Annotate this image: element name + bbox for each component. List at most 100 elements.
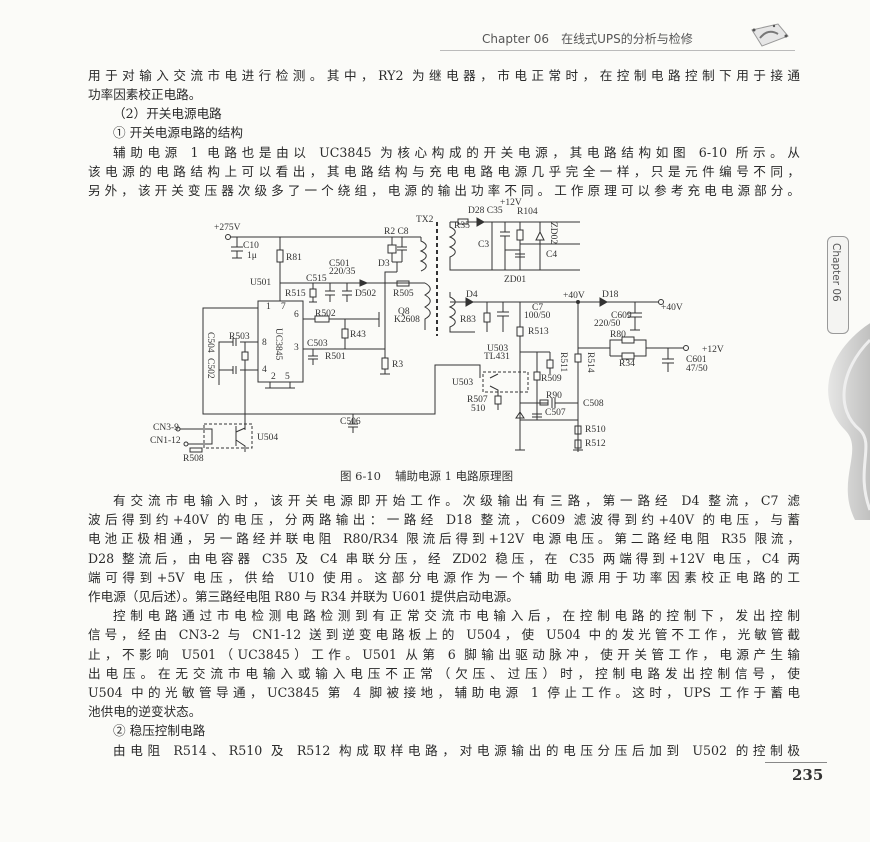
label: C10 (243, 241, 259, 251)
label: R505 (393, 289, 414, 299)
label: C601 (686, 355, 707, 365)
text-line: 功率因素校正电路。 (88, 87, 202, 102)
text-line: 辅助电源 1 电路也是由以 UC3845 为核心构成的开关电源，其电路结构如图 … (113, 145, 800, 160)
label: U503 (452, 378, 473, 388)
side-tab-label: Chapter 06 (830, 243, 842, 302)
chapter-title: 在线式UPS的分析与检修 (561, 32, 693, 46)
label: R35 (454, 221, 470, 231)
running-header: Chapter 06 在线式UPS的分析与检修 (482, 30, 693, 47)
label: C508 (583, 399, 604, 409)
label: R90 (546, 391, 562, 401)
figure-title: 辅助电源 1 电路原理图 (395, 469, 514, 483)
schematic-labels: +275V C10 1μ R81 U501 C501 220/35 C515 R… (150, 198, 724, 464)
text-line: 止，不影响 U501（UC3845）工作。U501 从第 6 脚输出驱动脉冲，使… (88, 646, 800, 662)
label: CN1-12 (150, 436, 181, 446)
text-line: 该电源的电路结构上可以看出，其电路结构与充电电路电源几乎完全一样，只是元件编号不… (88, 164, 800, 179)
pin-label: 5 (285, 372, 290, 382)
label: U501 (250, 278, 271, 288)
text-line: （2）开关电源电路 (113, 106, 222, 121)
label: 510 (471, 404, 486, 414)
label: 100/50 (524, 311, 551, 321)
label: 47/50 (686, 364, 708, 374)
label: C503 (307, 339, 328, 349)
side-chapter-tab: Chapter 06 (827, 236, 849, 334)
text-line: 出电压。在无交流市电输入或输入电压不正常（欠压、过压）时，控制电路发出控制信号，… (88, 665, 800, 681)
label: R502 (315, 309, 336, 319)
text-line: 电池正极相通，另一路经并联电阻 R80/R34 限流后得到+12V 电源电压。第… (88, 531, 800, 547)
text-line: 池供电的逆变状态。 (88, 704, 202, 720)
label: C3 (478, 240, 489, 250)
page-number: 235 (792, 766, 824, 784)
label: R514 (585, 352, 595, 373)
figure-number: 图 6-10 (340, 469, 381, 483)
label: U503 (487, 344, 508, 354)
label: R513 (528, 327, 549, 337)
label: D3 (378, 259, 390, 269)
schematic-wires (175, 217, 689, 453)
label: R43 (350, 330, 366, 340)
label: R515 (285, 289, 306, 299)
label: C501 (329, 259, 350, 269)
text-line: 由电阻 R514、R510 及 R512 构成取样电路，对电源输出的电压分压后加… (113, 742, 800, 758)
text-line: 用于对输入交流市电进行检测。其中，RY2 为继电器，市电正常时，在控制电路控制下… (88, 68, 800, 83)
label: 220/50 (594, 319, 621, 329)
label: R2 C8 (384, 227, 409, 237)
label: C502 (205, 358, 215, 379)
ic-label: UC3845 (273, 328, 283, 360)
chapter-logo-icon (751, 23, 789, 47)
label: +40V (563, 291, 585, 301)
label: R507 (467, 395, 488, 405)
text-line: 另外，该开关变压器次级多了一个绕组，电源的输出功率不同。工作原理可以参考充电电源… (88, 183, 800, 198)
label: R104 (517, 207, 538, 217)
label: D18 (602, 290, 619, 300)
label: K2608 (394, 315, 420, 325)
page-number-rule (765, 762, 827, 763)
figure-caption: 图 6-10 辅助电源 1 电路原理图 (340, 468, 513, 484)
label: 220/35 (329, 267, 356, 277)
chapter-label: Chapter 06 (482, 32, 550, 46)
pin-label: 2 (271, 372, 276, 382)
label: R83 (460, 315, 476, 325)
label: TX2 (416, 215, 434, 225)
label: D28 C35 (468, 206, 503, 216)
text-line: 波后得到约+40V 的电压，分两路输出：一路经 D18 整流，C609 滤波得到… (88, 512, 800, 528)
label: R501 (325, 352, 346, 362)
label: R509 (541, 374, 562, 384)
label: R511 (558, 352, 568, 372)
label: C7 (532, 303, 543, 313)
label: D4 (466, 290, 478, 300)
pin-label: 1 (266, 302, 271, 312)
pin-label: 8 (262, 338, 267, 348)
decorative-swirl (828, 323, 870, 520)
label: +12V (500, 198, 522, 208)
label: R3 (392, 360, 403, 370)
label: TL431 (484, 352, 510, 362)
label: ZD01 (504, 275, 526, 285)
label: +275V (214, 223, 241, 233)
text-line: 端可得到+5V 电压，供给 U10 使用。这部分电源作为一个辅助电源用于功率因素… (88, 569, 800, 585)
text-line: ① 开关电源电路的结构 (113, 125, 243, 140)
label: 1μ (247, 251, 257, 261)
header-rule (440, 50, 795, 51)
label: R81 (286, 253, 302, 263)
label: C506 (340, 417, 361, 427)
label: D502 (355, 289, 376, 299)
label: CN3-9 (153, 423, 179, 433)
text-line: ② 稳压控制电路 (113, 723, 206, 739)
pin-label: 4 (262, 365, 267, 375)
label: C507 (545, 408, 566, 418)
pin-label: 6 (294, 310, 299, 320)
label: C609 (611, 311, 632, 321)
label: +40V (661, 303, 683, 313)
label: R80 (610, 330, 626, 340)
label: ZD02 (548, 222, 558, 244)
label: U504 (257, 433, 278, 443)
text-line: D28 整流后，由电容器 C35 及 C4 串联分压，经 ZD02 稳压，在 C… (88, 550, 800, 566)
label: R503 (229, 332, 250, 342)
label: R508 (183, 454, 204, 464)
label: Q8 (398, 307, 410, 317)
label: C515 (306, 274, 327, 284)
label: R34 (619, 359, 635, 369)
label: R512 (585, 439, 606, 449)
